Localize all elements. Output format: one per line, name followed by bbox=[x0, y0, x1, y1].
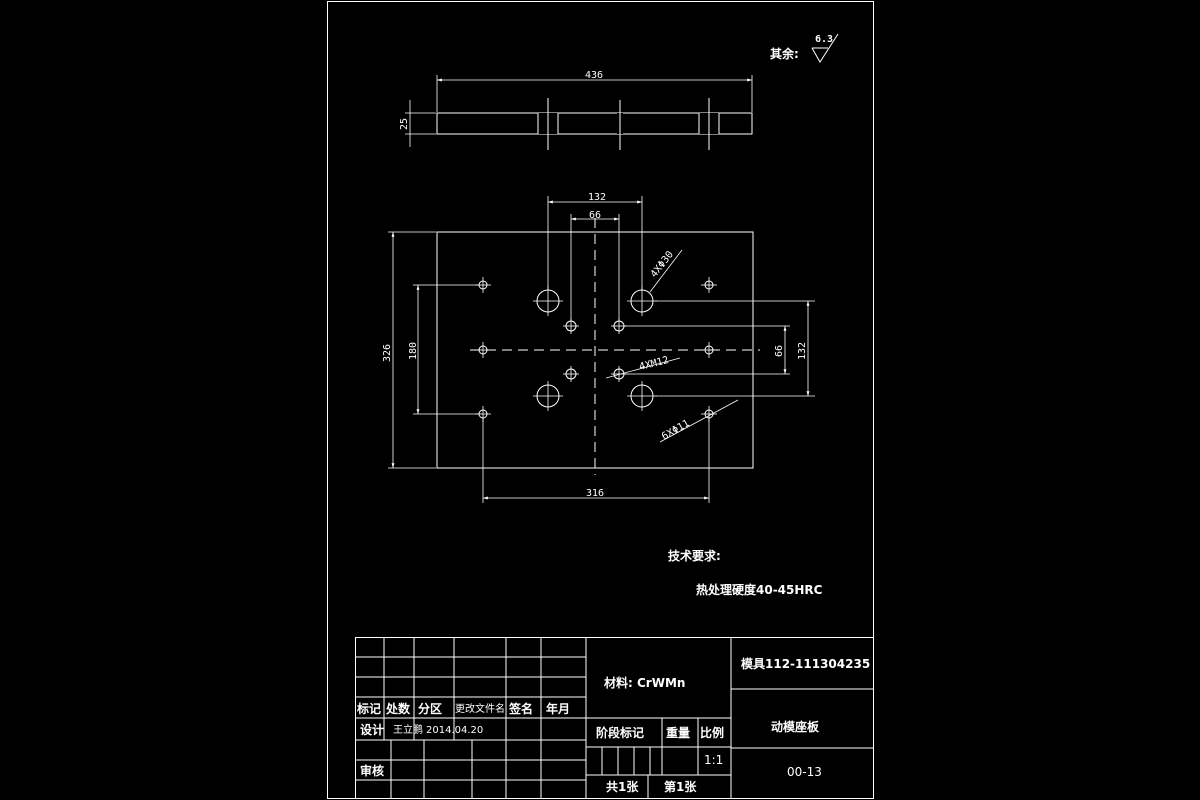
scale-value: 1:1 bbox=[704, 753, 723, 767]
callout-threads: 4XM12 bbox=[638, 355, 670, 373]
design-label: 设计 bbox=[360, 722, 384, 737]
section-width-dim: 436 bbox=[585, 70, 603, 81]
stage-label: 阶段标记 bbox=[596, 725, 644, 740]
hdr-sign: 签名 bbox=[508, 701, 533, 716]
hdr-zone: 分区 bbox=[418, 701, 442, 716]
review-label: 审核 bbox=[360, 763, 384, 778]
hdr-mark: 标记 bbox=[356, 701, 381, 716]
plan-view: 132 66 326 180 66 132 316 4XΦ30 4XM12 bbox=[382, 192, 815, 503]
technical-notes: 技术要求: 热处理硬度40-45HRC bbox=[668, 548, 823, 597]
dim-top-inner: 66 bbox=[589, 210, 601, 221]
sheets-total: 共1张 bbox=[606, 779, 639, 794]
revision-header: 标记 处数 分区 更改文件名 签名 年月 bbox=[356, 701, 570, 716]
title-block: 标记 处数 分区 更改文件名 签名 年月 设计 王立鹏 2014.04.20 审… bbox=[355, 637, 874, 799]
hdr-change-doc: 更改文件名 bbox=[455, 702, 505, 715]
notes-line-1: 热处理硬度40-45HRC bbox=[696, 582, 823, 597]
surface-finish-value: 6.3 bbox=[815, 34, 833, 45]
callout-small-holes: 6XΦ11 bbox=[660, 418, 692, 443]
surface-finish-label: 其余: bbox=[770, 46, 799, 61]
dim-left-outer: 326 bbox=[382, 344, 393, 362]
dim-bottom: 316 bbox=[586, 488, 604, 499]
section-thickness-dim: 25 bbox=[399, 118, 410, 130]
scale-label: 比例 bbox=[700, 725, 724, 740]
dim-top-outer: 132 bbox=[588, 192, 606, 203]
material: 材料: CrWMn bbox=[603, 675, 685, 690]
section-view: 436 25 bbox=[399, 70, 753, 150]
threaded-holes bbox=[563, 318, 627, 382]
project-code: 模具112-111304235 bbox=[741, 656, 870, 671]
drawing-number: 00-13 bbox=[787, 765, 822, 779]
part-name: 动模座板 bbox=[771, 719, 820, 734]
hdr-date: 年月 bbox=[546, 701, 570, 716]
designer-name: 王立鹏 bbox=[393, 723, 423, 736]
design-date: 2014.04.20 bbox=[426, 725, 483, 736]
surface-finish-symbol: 其余: 6.3 bbox=[770, 33, 839, 63]
dim-right-inner: 66 bbox=[774, 345, 785, 357]
weight-label: 重量 bbox=[666, 725, 690, 740]
hdr-count: 处数 bbox=[385, 701, 411, 716]
dim-left-inner: 180 bbox=[408, 342, 419, 360]
section-hatch bbox=[436, 112, 753, 135]
roughness-icon bbox=[811, 33, 839, 63]
sheet-number: 第1张 bbox=[664, 779, 697, 794]
small-holes bbox=[475, 277, 717, 422]
notes-title: 技术要求: bbox=[668, 548, 721, 563]
dim-right-outer: 132 bbox=[797, 342, 808, 360]
